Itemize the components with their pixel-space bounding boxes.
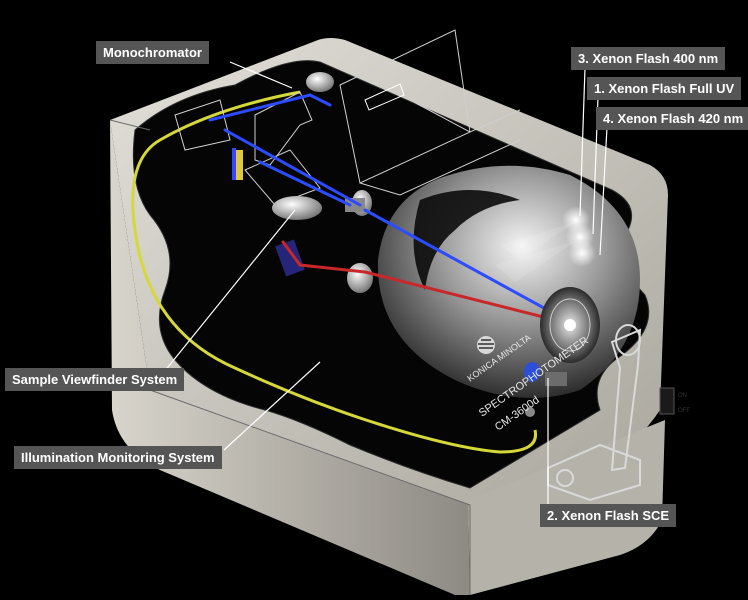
sce-lamp [524,362,540,382]
label-xenon-flash-420: 4. Xenon Flash 420 nm [596,107,748,130]
label-xenon-flash-400: 3. Xenon Flash 400 nm [571,47,726,70]
glass-outline [109,119,471,595]
relay-lens [347,263,373,293]
blue-light-path [208,93,577,327]
switch-on-label: ON [678,393,687,399]
label-monochromator: Monochromator [96,41,209,64]
viewfinder-lens [272,196,322,220]
leader-viewfinder [163,209,296,373]
grating-yellow [235,150,243,180]
xenon-lamps [495,206,596,282]
label-xenon-flash-full-uv: 1. Xenon Flash Full UV [587,77,742,100]
leader-monochromator [229,61,293,89]
leader-xenon-420 [599,126,608,256]
measurement-port [540,287,600,363]
leader-xenon-400 [579,67,586,217]
mirror-top [306,72,334,92]
label-illumination-monitoring: Illumination Monitoring System [14,446,222,469]
shutter-block [345,198,365,212]
red-light-path [281,240,577,327]
label-sample-viewfinder: Sample Viewfinder System [5,368,185,391]
monochromator-assembly [174,29,521,206]
switch-off-label: OFF [678,408,690,414]
housing-side-panel [110,120,470,595]
leader-illumination [223,361,321,451]
grating-blue [232,148,236,180]
power-switch[interactable] [659,387,675,415]
illumination-fiber [131,90,538,454]
label-xenon-flash-sce: 2. Xenon Flash SCE [540,504,677,527]
xenon-lamp-420-glow [568,239,596,267]
konica-minolta-logo [477,336,495,354]
sce-trap [545,372,567,386]
prism-red [275,239,305,277]
fiber-sensor [525,407,535,417]
